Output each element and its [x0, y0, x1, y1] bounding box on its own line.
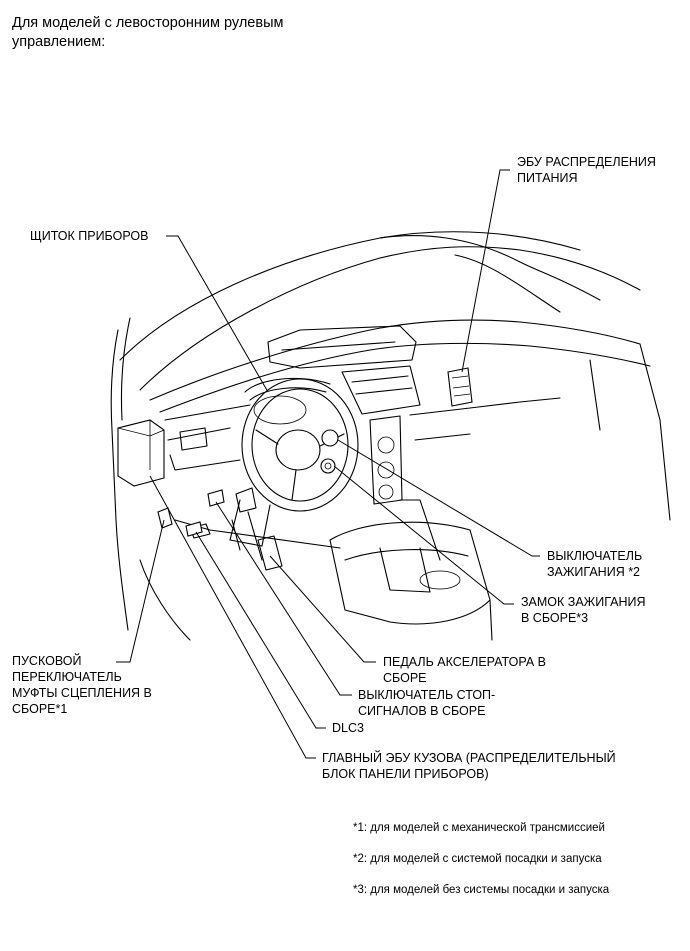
- label-ignition-lock: ЗАМОК ЗАЖИГАНИЯ В СБОРЕ*3: [521, 594, 646, 626]
- leader-stop-light: [215, 501, 352, 696]
- label-dlc3-line-1: DLC3: [332, 721, 364, 735]
- leader-ignition-lock: [333, 465, 514, 605]
- label-clutch-switch: ПУСКОВОЙ ПЕРЕКЛЮЧАТЕЛЬ МУФТЫ СЦЕПЛЕНИЯ В…: [12, 653, 152, 717]
- label-clutch-switch-line-3: МУФТЫ СЦЕПЛЕНИЯ В: [12, 686, 152, 700]
- label-accelerator-pedal: ПЕДАЛЬ АКСЕЛЕРАТОРА В СБОРЕ: [383, 654, 546, 686]
- label-main-body-ecu: ГЛАВНЫЙ ЭБУ КУЗОВА (РАСПРЕДЕЛИТЕЛЬНЫЙ БЛ…: [322, 750, 616, 782]
- label-accelerator-pedal-line-1: ПЕДАЛЬ АКСЕЛЕРАТОРА В: [383, 655, 546, 669]
- label-power-ecu-line-1: ЭБУ РАСПРЕДЕЛЕНИЯ: [517, 155, 656, 169]
- label-ignition-lock-line-2: В СБОРЕ*3: [521, 611, 589, 625]
- leader-accelerator: [269, 555, 376, 663]
- label-main-body-ecu-line-2: БЛОК ПАНЕЛИ ПРИБОРОВ): [322, 767, 489, 781]
- label-accelerator-pedal-line-2: СБОРЕ: [383, 671, 427, 685]
- leader-lines: [116, 169, 540, 759]
- ignition-lock-part: [320, 458, 336, 474]
- footnote-3: *3: для моделей без системы посадки и за…: [353, 884, 610, 896]
- dashboard-outline: [110, 231, 671, 641]
- leader-main-body-ecu: [149, 475, 316, 759]
- footnote-2: *2: для моделей с системой посадки и зап…: [353, 853, 602, 865]
- leader-ignition-switch: [337, 439, 540, 557]
- label-ignition-lock-line-1: ЗАМОК ЗАЖИГАНИЯ: [521, 595, 646, 609]
- leader-combination-meter: [166, 235, 269, 393]
- label-power-ecu: ЭБУ РАСПРЕДЕЛЕНИЯ ПИТАНИЯ: [517, 154, 656, 186]
- heading-line-1: Для моделей с левосторонним рулевым: [12, 15, 284, 31]
- leader-dlc3: [195, 531, 326, 729]
- label-clutch-switch-line-2: ПЕРЕКЛЮЧАТЕЛЬ: [12, 670, 122, 684]
- leader-power-ecu: [461, 169, 510, 373]
- stop-light-switch-part: [207, 489, 225, 507]
- ignition-switch-part: [321, 429, 339, 447]
- label-main-body-ecu-line-1: ГЛАВНЫЙ ЭБУ КУЗОВА (РАСПРЕДЕЛИТЕЛЬНЫЙ: [322, 751, 616, 765]
- dlc3-part: [185, 521, 203, 537]
- label-ignition-switch-line-2: ЗАЖИГАНИЯ *2: [547, 565, 641, 579]
- footnote-1: *1: для моделей с механической трансмисс…: [353, 822, 605, 834]
- label-combination-meter-line-1: ЩИТОК ПРИБОРОВ: [30, 229, 149, 243]
- page-heading: Для моделей с левосторонним рулевым упра…: [12, 14, 372, 52]
- label-clutch-switch-line-4: СБОРЕ*1: [12, 702, 68, 716]
- leader-clutch-switch: [116, 519, 165, 663]
- label-stop-light-switch-line-1: ВЫКЛЮЧАТЕЛЬ СТОП-: [358, 688, 496, 702]
- label-ignition-switch: ВЫКЛЮЧАТЕЛЬ ЗАЖИГАНИЯ *2: [547, 548, 642, 580]
- label-dlc3: DLC3: [332, 720, 364, 736]
- label-stop-light-switch-line-2: СИГНАЛОВ В СБОРЕ: [358, 704, 486, 718]
- label-ignition-switch-line-1: ВЫКЛЮЧАТЕЛЬ: [547, 549, 643, 563]
- heading-line-2: управлением:: [12, 34, 106, 50]
- label-stop-light-switch: ВЫКЛЮЧАТЕЛЬ СТОП- СИГНАЛОВ В СБОРЕ: [358, 687, 495, 719]
- clutch-switch-part: [157, 507, 173, 529]
- components: [117, 367, 473, 537]
- label-combination-meter: ЩИТОК ПРИБОРОВ: [30, 228, 148, 244]
- label-power-ecu-line-2: ПИТАНИЯ: [517, 171, 578, 185]
- label-clutch-switch-line-1: ПУСКОВОЙ: [12, 654, 82, 668]
